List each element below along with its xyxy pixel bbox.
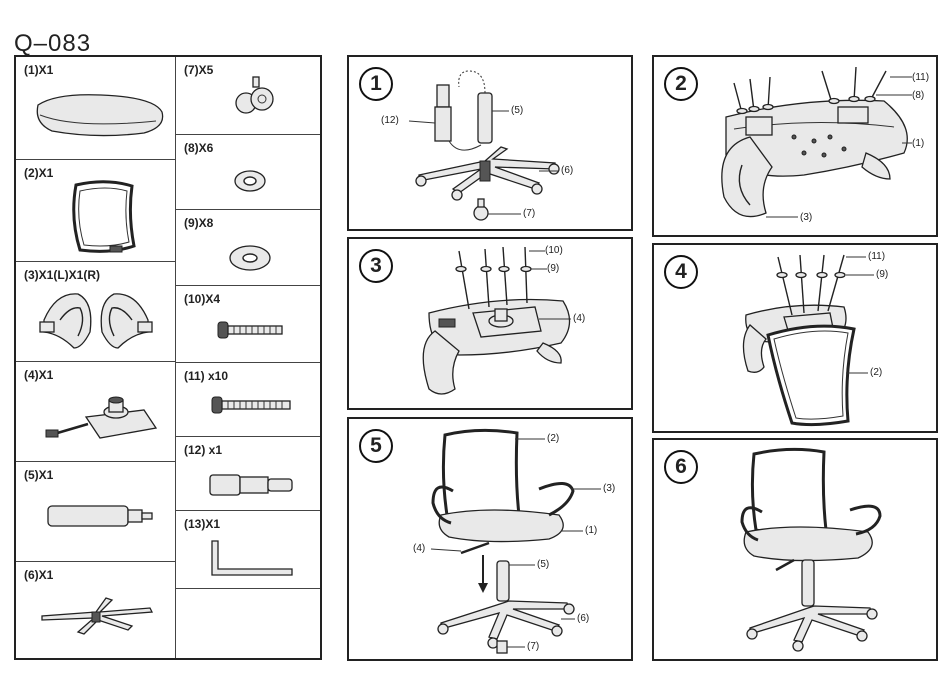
callout: (3) (603, 483, 616, 494)
part-cylinder-cover: (12) x1 (176, 437, 320, 511)
part-mechanism: (4)X1 (16, 362, 176, 462)
part-label: (4)X1 (24, 368, 54, 382)
base-icon (41, 597, 154, 635)
step-1-panel: 1 (12) (5) (6) (7) (347, 55, 633, 231)
callout: (10) (545, 245, 563, 256)
step-6-panel: 6 (652, 438, 938, 661)
part-base: (6)X1 (16, 562, 176, 658)
step-4-panel: 4 (11) (9) (2) (652, 243, 938, 433)
part-label: (9)X8 (184, 216, 214, 230)
callout: (11) (868, 251, 886, 262)
model-number: Q–083 (14, 30, 92, 57)
callout: (7) (527, 641, 540, 652)
callout: (2) (870, 367, 883, 378)
callout: (3) (800, 212, 813, 223)
part-label: (3)X1(L)X1(R) (24, 268, 101, 282)
step-number: 6 (664, 450, 698, 484)
step-number: 2 (664, 67, 698, 101)
step-1-illustration (408, 70, 560, 221)
callout: (5) (511, 105, 524, 116)
large-washer-icon (229, 245, 271, 271)
hex-key-icon (211, 540, 293, 576)
part-label: (13)X1 (184, 517, 221, 531)
part-gas-cylinder: (5)X1 (16, 462, 176, 562)
callout: (6) (561, 165, 574, 176)
part-label: (11) x10 (184, 369, 229, 383)
part-label: (7)X5 (184, 63, 214, 77)
step-number: 3 (359, 249, 393, 283)
callout: (4) (413, 543, 426, 554)
part-small-washer: (8)X6 (176, 135, 320, 210)
mechanism-icon (45, 396, 158, 439)
part-caster: (7)X5 (176, 57, 320, 135)
part-backrest: (2)X1 (16, 160, 176, 262)
callout: (8) (912, 90, 925, 101)
armrests-icon (39, 293, 153, 349)
cylinder-cover-icon (209, 474, 293, 496)
part-label: (10)X4 (184, 292, 221, 306)
step-2-panel: 2 (11) (8) (1) (3) (652, 55, 938, 237)
part-empty-cell (176, 589, 320, 658)
seat-icon (36, 94, 164, 137)
callout: (7) (523, 208, 536, 219)
step-2-illustration (721, 66, 912, 218)
callout: (6) (577, 613, 590, 624)
callout: (1) (912, 138, 925, 149)
callout: (1) (585, 525, 598, 536)
part-long-bolt: (11) x10 (176, 363, 320, 437)
step-5-panel: 5 (2) (3) (1) (4) (5) (6) (7) (347, 417, 633, 661)
step-3-illustration (422, 246, 571, 395)
callout: (12) (381, 115, 399, 126)
part-large-washer: (9)X8 (176, 210, 320, 286)
part-label: (1)X1 (24, 63, 54, 77)
step-5-illustration (430, 428, 601, 654)
part-label: (12) x1 (184, 443, 223, 457)
long-bolt-icon (211, 396, 291, 414)
gas-cylinder-icon (47, 505, 153, 527)
callout: (4) (573, 313, 586, 324)
short-bolt-icon (217, 321, 283, 339)
step-6-illustration (740, 447, 882, 652)
backrest-icon (72, 180, 136, 253)
part-short-bolt: (10)X4 (176, 286, 320, 363)
callout: (5) (537, 559, 550, 570)
step-number: 5 (359, 429, 393, 463)
part-label: (2)X1 (24, 166, 54, 180)
callout: (11) (912, 72, 930, 83)
callout: (2) (547, 433, 560, 444)
callout: (9) (876, 269, 889, 280)
step-3-panel: 3 (10) (9) (4) (347, 237, 633, 410)
callout: (9) (547, 263, 560, 274)
step-4-illustration (742, 254, 874, 427)
part-label: (6)X1 (24, 568, 54, 582)
part-seat: (1)X1 (16, 57, 176, 160)
small-washer-icon (234, 170, 266, 192)
step-number: 4 (664, 255, 698, 289)
part-label: (5)X1 (24, 468, 54, 482)
part-hex-key: (13)X1 (176, 511, 320, 589)
step-number: 1 (359, 67, 393, 101)
part-armrests: (3)X1(L)X1(R) (16, 262, 176, 362)
caster-icon (235, 76, 274, 114)
parts-list: (1)X1 (2)X1 (3)X1(L)X1(R) (4)X1 (14, 55, 322, 660)
part-label: (8)X6 (184, 141, 214, 155)
